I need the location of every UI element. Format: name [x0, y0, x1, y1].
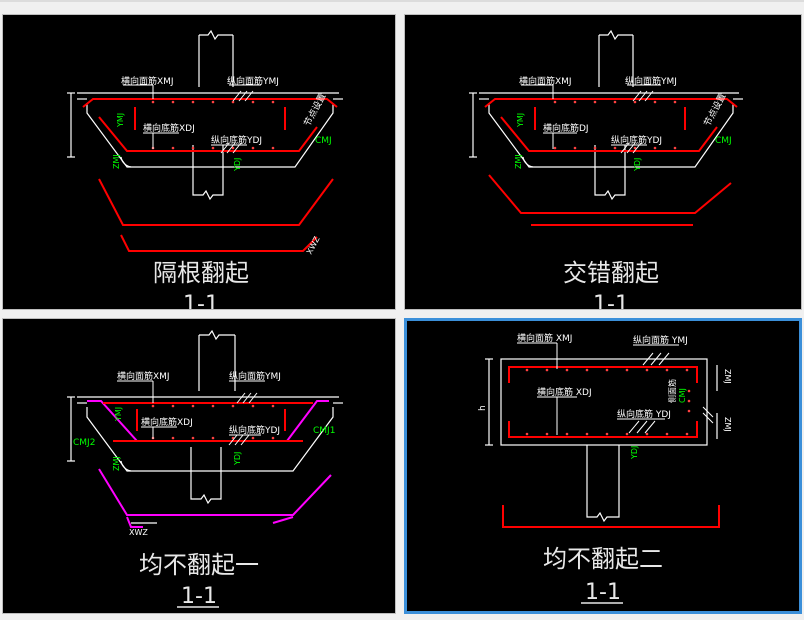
zmj-label: ZMJ [514, 154, 523, 169]
top-transverse-label: 横向面筋XMJ [519, 75, 572, 87]
panel-title: 均不翻起一 [139, 551, 259, 579]
section-label: 1-1 [181, 584, 217, 609]
section-label: 1-1 [593, 292, 629, 309]
ymj-short-label: YMJ [116, 113, 125, 128]
top-longitudinal-label: 纵向面筋YMJ [227, 75, 279, 87]
section-drawing: 横向面筋XMJ 纵向面筋YMJ 横向底筋XDJ 纵向底筋YDJ CMJ 节点设置… [67, 29, 343, 309]
top-longitudinal-label: 纵向面筋YMJ [229, 370, 281, 382]
leader-lines [521, 84, 661, 154]
panel-no-bend-one[interactable]: 横向面筋XMJ 纵向面筋YMJ 横向底筋XDJ 纵向底筋YDJ CMJ2 CMJ… [2, 318, 396, 614]
section-drawing: 横向面筋 XMJ 纵向面筋 YMJ 横向底筋 XDJ 纵向底筋 YDJ 侧面筋 … [478, 332, 732, 605]
zmj-label: ZMJ [112, 154, 121, 169]
bottom-longitudinal-label: 纵向底筋 YDJ [617, 408, 671, 420]
side-rebar-lines [87, 400, 332, 528]
cmj-label: CMJ [678, 388, 687, 403]
section-label: 1-1 [585, 580, 621, 605]
top-longitudinal-label: 纵向面筋 YMJ [633, 334, 688, 346]
rotated-note-label: 节点设置 [702, 91, 729, 128]
concrete-outline [485, 358, 718, 523]
leader-lines [117, 380, 265, 446]
side-bars-label: 侧面筋 [667, 379, 677, 403]
panel-no-bend-two[interactable]: 横向面筋 XMJ 纵向面筋 YMJ 横向底筋 XDJ 纵向底筋 YDJ 侧面筋 … [404, 318, 802, 614]
top-transverse-label: 横向面筋XMJ [121, 75, 174, 87]
rebar-lines [82, 98, 338, 252]
panel-alternate-bend[interactable]: 横向面筋XMJ 纵向面筋YMJ 横向底筋XDJ 纵向底筋YDJ CMJ 节点设置… [2, 14, 396, 310]
height-label: h [478, 405, 488, 411]
section-label: 1-1 [183, 292, 219, 309]
bottom-longitudinal-label: 纵向底筋YDJ [229, 424, 280, 436]
concrete-outline [67, 29, 343, 201]
window-top-edge [0, 0, 804, 2]
cmj-label: CMJ [715, 136, 732, 146]
zmj-bottom-label: ZMJ [723, 417, 732, 432]
bottom-transverse-label: 横向底筋 XDJ [537, 386, 592, 398]
bottom-transverse-label: 横向底筋DJ [543, 122, 589, 134]
cmj-right-label: CMJ1 [313, 426, 335, 436]
rebar-lines [502, 366, 720, 528]
ydj-short-label: YDJ [233, 452, 242, 466]
top-transverse-label: 横向面筋 XMJ [517, 332, 572, 344]
zmj-label: ZMJ [112, 456, 121, 471]
panel-staggered-bend[interactable]: 横向面筋XMJ 纵向面筋YMJ 横向底筋DJ 纵向底筋YDJ CMJ 节点设置 … [404, 14, 802, 310]
concrete-outline [469, 29, 743, 201]
bottom-transverse-label: 横向底筋XDJ [141, 416, 193, 428]
section-drawing: 横向面筋XMJ 纵向面筋YMJ 横向底筋DJ 纵向底筋YDJ CMJ 节点设置 … [469, 29, 743, 309]
leader-lines [517, 342, 714, 435]
concrete-outline [67, 329, 343, 524]
bottom-transverse-label: 横向底筋XDJ [143, 122, 195, 134]
ydj-short-label: YDJ [633, 158, 642, 172]
rebar-dots [151, 404, 275, 440]
rotated-note-label: 节点设置 [302, 91, 329, 128]
ydj-short-label: YDJ [233, 158, 242, 172]
rebar-dots [525, 368, 691, 436]
zmj-top-label: ZMJ [723, 369, 732, 384]
rebar-lines [103, 402, 313, 442]
cmj-left-label: CMJ2 [73, 438, 95, 448]
cmj-label: CMJ [315, 136, 332, 146]
panel-title: 交错翻起 [563, 259, 659, 287]
xwz-label: XWZ [129, 528, 148, 537]
panel-title: 均不翻起二 [543, 545, 663, 573]
section-drawing: 横向面筋XMJ 纵向面筋YMJ 横向底筋XDJ 纵向底筋YDJ CMJ2 CMJ… [67, 329, 343, 609]
rebar-dots [553, 100, 677, 150]
rebar-lines [484, 98, 738, 226]
ymj-short-label: YMJ [516, 113, 525, 128]
top-transverse-label: 横向面筋XMJ [117, 370, 170, 382]
ymj-short-label: YMJ [114, 407, 123, 422]
rebar-dots [151, 100, 275, 150]
top-longitudinal-label: 纵向面筋YMJ [625, 75, 677, 87]
bottom-longitudinal-label: 纵向底筋YDJ [211, 134, 262, 146]
bottom-longitudinal-label: 纵向底筋YDJ [611, 134, 662, 146]
panel-title: 隔根翻起 [153, 259, 249, 287]
ydj-short-label: YDJ [630, 446, 639, 460]
leader-lines [123, 84, 261, 154]
xwz-label: XWZ [305, 235, 322, 256]
